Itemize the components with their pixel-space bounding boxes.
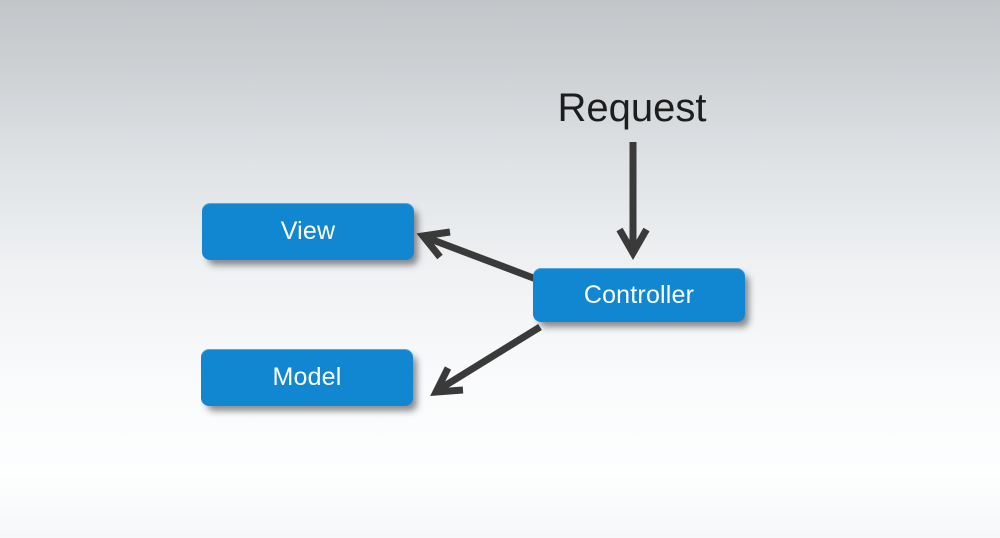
controller-node: Controller	[533, 268, 745, 322]
model-node: Model	[201, 349, 413, 406]
controller-to-view-arrow	[416, 228, 538, 283]
request-to-controller-arrow	[616, 142, 650, 261]
model-node-label: Model	[272, 363, 342, 391]
controller-to-model-arrow	[430, 324, 542, 396]
controller-node-label: Controller	[583, 280, 695, 309]
request-label: Request	[557, 86, 707, 130]
view-node: View	[202, 203, 414, 260]
view-node-label: View	[280, 217, 336, 245]
